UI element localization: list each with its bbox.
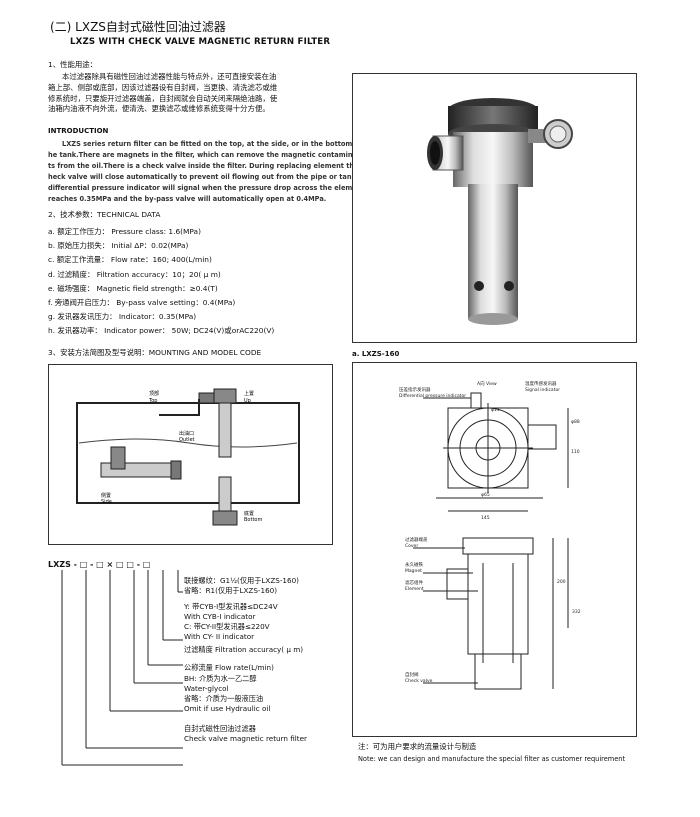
tech-item: d. 过滤精度： Filtration accuracy：10；20( μ m) xyxy=(48,269,221,279)
tech-item: f. 旁通阀开启压力： By-pass valve setting：0.4(MP… xyxy=(48,298,236,308)
install-diagram: 顶部 Top 上置 Up 出油口 Outlet 侧置 Side 底置 Botto… xyxy=(48,364,333,545)
tech-item: c. 额定工作流量： Flow rate：160; 400(L/min) xyxy=(48,255,212,265)
tech-item: b. 原始压力损失： Initial ΔP：0.02(MPa) xyxy=(48,241,189,251)
svg-text:自封阀: 自封阀 xyxy=(405,671,419,678)
model-legend: 联接螺纹：G1½(仅用于LXZS-160) 省略：R1(仅用于LXZS-160)… xyxy=(184,576,307,743)
svg-text:Element: Element xyxy=(405,586,424,592)
drawing-caption: a. LXZS-160 xyxy=(352,350,400,358)
svg-text:侧置: 侧置 xyxy=(101,492,111,499)
model-code-leaders xyxy=(61,570,183,766)
section-2-heading: 2、技术参数：TECHNICAL DATA xyxy=(48,210,161,219)
note-cn: 注：可为用户要求的流量设计与制造 xyxy=(358,742,477,751)
note-en: Note: we can design and manufacture the … xyxy=(358,755,626,763)
svg-text:Outlet: Outlet xyxy=(179,437,195,443)
product-photo xyxy=(352,73,637,343)
svg-text:永久磁铁: 永久磁铁 xyxy=(405,561,423,568)
engineering-drawing: 压差指示发讯器 Differential pressure indicator … xyxy=(352,362,637,737)
tech-data-list: a. 额定工作压力： Pressure class: 1.6(MPa) b. 原… xyxy=(48,225,274,339)
svg-text:Differential pressure indicato: Differential pressure indicator xyxy=(399,393,466,399)
svg-text:过滤器端盖: 过滤器端盖 xyxy=(405,536,428,543)
svg-text:压差指示发讯器: 压差指示发讯器 xyxy=(399,386,431,393)
svg-text:温度传感发讯器: 温度传感发讯器 xyxy=(525,380,557,387)
svg-text:Top: Top xyxy=(148,398,157,404)
svg-text:Up: Up xyxy=(244,398,251,404)
filter-photo-illustration xyxy=(427,98,573,325)
svg-text:底置: 底置 xyxy=(244,510,254,517)
svg-text:Check valve: Check valve xyxy=(405,678,433,684)
svg-text:Side: Side xyxy=(101,499,112,505)
svg-text:200: 200 xyxy=(557,579,566,585)
svg-text:φ11: φ11 xyxy=(491,407,500,413)
svg-text:Cover: Cover xyxy=(405,543,418,549)
svg-text:φ88: φ88 xyxy=(571,419,580,425)
section-1-text: 本过滤器除具有磁性回油过滤器性能与特点外，还可直接安装在油 箱上部、侧部或底部，… xyxy=(48,72,278,114)
svg-text:332: 332 xyxy=(572,609,581,615)
title-cn: (二) LXZS自封式磁性回油过滤器 xyxy=(50,20,226,34)
svg-text:Magnet: Magnet xyxy=(405,568,422,574)
svg-text:上置: 上置 xyxy=(244,390,254,397)
section-3-heading: 3、安装方法简图及型号说明：MOUNTING AND MODEL CODE xyxy=(48,348,262,357)
svg-text:φ65: φ65 xyxy=(481,492,490,498)
tech-item: h. 发讯器功率： Indicator power： 50W; DC24(V)或… xyxy=(48,326,275,336)
svg-text:110: 110 xyxy=(571,449,580,455)
svg-text:顶部: 顶部 xyxy=(149,390,159,397)
svg-text:Bottom: Bottom xyxy=(244,517,262,523)
intro-heading: INTRODUCTION xyxy=(48,127,109,135)
model-code: LXZS - □ - □ × □ □ - □ xyxy=(48,560,151,569)
filter-dimension-drawing: 压差指示发讯器 Differential pressure indicator … xyxy=(399,380,581,690)
title-en: LXZS WITH CHECK VALVE MAGNETIC RETURN FI… xyxy=(70,37,331,47)
intro-text: LXZS series return filter can be fitted … xyxy=(48,140,375,203)
svg-text:A向 View: A向 View xyxy=(477,380,497,387)
tech-item: a. 额定工作压力： Pressure class: 1.6(MPa) xyxy=(48,227,201,236)
section-1-heading: 1、性能用途： xyxy=(48,60,98,69)
svg-text:Signal indicator: Signal indicator xyxy=(525,387,560,393)
tech-item: e. 磁场强度： Magnetic field strength：≥0.4(T) xyxy=(48,283,218,293)
svg-text:145: 145 xyxy=(481,515,490,521)
tech-item: g. 发讯器发讯压力： Indicator：0.35(MPa) xyxy=(48,312,197,322)
svg-text:出油口: 出油口 xyxy=(179,430,194,437)
svg-text:滤芯组件: 滤芯组件 xyxy=(405,579,423,586)
mounting-diagram: 顶部 Top 上置 Up 出油口 Outlet 侧置 Side 底置 Botto… xyxy=(76,388,300,526)
